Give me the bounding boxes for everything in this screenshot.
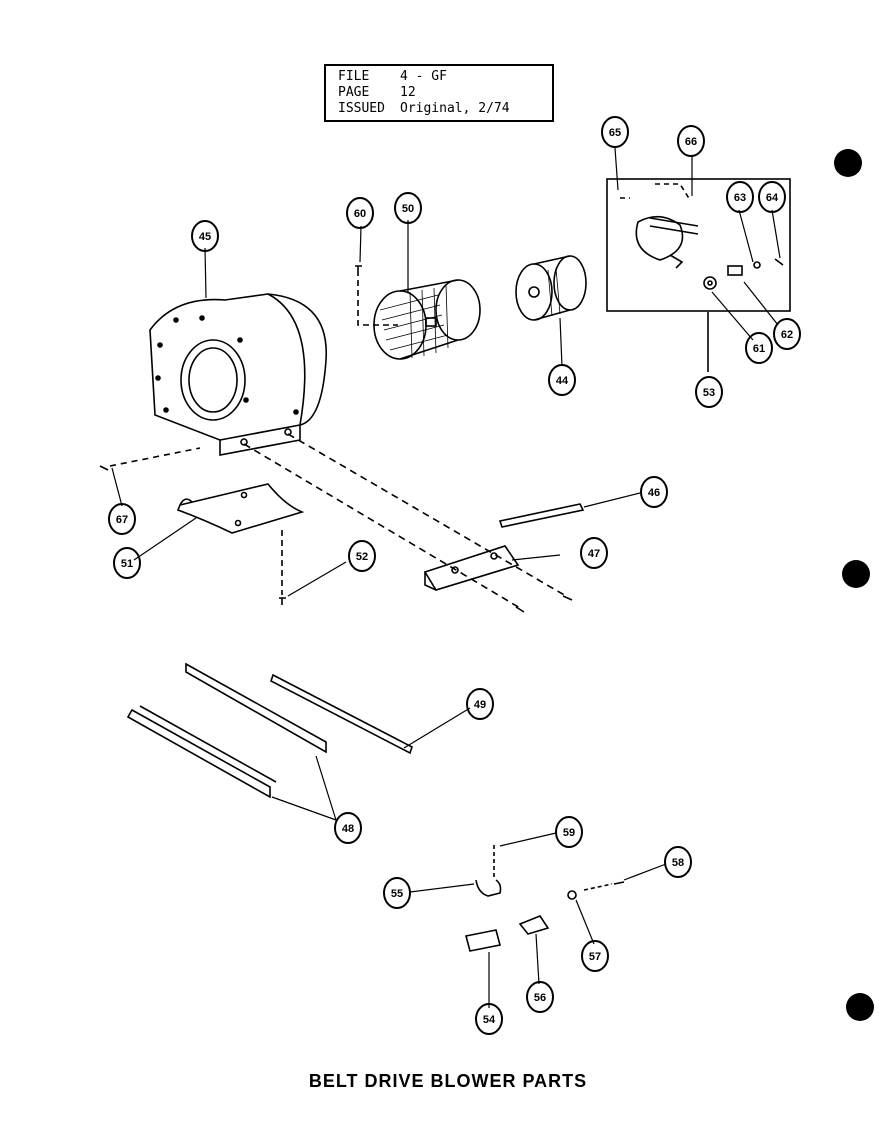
screw-60-part [355, 265, 398, 326]
blower-housing-part [149, 293, 327, 456]
page-row: PAGE 12 [338, 85, 416, 101]
callout-58 [664, 846, 692, 878]
callout-54 [475, 1003, 503, 1035]
callout-56 [526, 981, 554, 1013]
callout-48-label: 48 [342, 823, 354, 835]
callout-62 [773, 318, 801, 350]
strip-46-part [498, 503, 585, 528]
callout-58-label: 58 [672, 857, 684, 869]
callout-64-label: 64 [766, 192, 779, 204]
callout-47-label: 47 [588, 548, 600, 560]
blower-wheel-part [373, 279, 481, 360]
file-info-box: FILE 4 - GF PAGE 12 ISSUED Original, 2/74 [324, 64, 554, 122]
screw-52-part [279, 597, 286, 605]
screw-b [562, 595, 573, 601]
callout-66 [677, 125, 705, 157]
callout-45 [191, 220, 219, 252]
callout-53-label: 53 [703, 387, 715, 399]
callout-67 [108, 503, 136, 535]
callout-59 [555, 816, 583, 848]
page-label: PAGE [338, 85, 370, 100]
callout-60 [346, 197, 374, 229]
callout-61-label: 61 [753, 343, 765, 355]
binder-hole-top [834, 149, 862, 177]
callout-57-label: 57 [589, 951, 601, 963]
angle-bracket-47-part [423, 545, 520, 591]
callout-bubbles [108, 116, 801, 1035]
pulley-assembly-box [606, 178, 791, 372]
leader-lines [111, 147, 781, 1008]
callout-61 [745, 332, 773, 364]
page-value: 12 [400, 85, 416, 100]
callout-52-label: 52 [356, 551, 368, 563]
callout-59-label: 59 [563, 827, 575, 839]
callout-63 [726, 181, 754, 213]
callout-55-label: 55 [391, 888, 403, 900]
callout-50 [394, 192, 422, 224]
callout-64 [758, 181, 786, 213]
callout-63-label: 63 [734, 192, 746, 204]
dash-67 [109, 447, 201, 467]
file-row: FILE 4 - GF [338, 69, 447, 85]
screw-67-part [99, 465, 109, 471]
dash-housing-2 [287, 433, 567, 597]
rail-49-part [270, 673, 413, 755]
diagram-caption: BELT DRIVE BLOWER PARTS [308, 1071, 588, 1091]
callout-60-label: 60 [354, 208, 366, 220]
dash-housing-1 [243, 443, 521, 609]
file-value: 4 - GF [400, 69, 447, 84]
rails-48-part [126, 662, 327, 799]
callout-56-label: 56 [534, 992, 546, 1004]
callout-65 [601, 116, 629, 148]
callout-62-label: 62 [781, 329, 793, 341]
callout-47 [580, 537, 608, 569]
small-parts-group [465, 845, 625, 952]
callout-67-label: 67 [116, 514, 128, 526]
callout-54-label: 54 [483, 1014, 496, 1026]
callout-55 [383, 877, 411, 909]
callout-66-label: 66 [685, 136, 697, 148]
callout-51-label: 51 [121, 558, 133, 570]
binder-hole-bottom [846, 993, 874, 1021]
issued-row: ISSUED Original, 2/74 [338, 101, 510, 117]
issued-label: ISSUED [338, 101, 385, 116]
callout-51 [113, 547, 141, 579]
callout-53 [695, 376, 723, 408]
callout-46-label: 46 [648, 487, 660, 499]
callout-44 [548, 364, 576, 396]
callout-52 [348, 540, 376, 572]
binder-hole-middle [842, 560, 870, 588]
callout-44-label: 44 [556, 375, 569, 387]
callout-49 [466, 688, 494, 720]
callout-50-label: 50 [402, 203, 414, 215]
screw-a [515, 606, 525, 613]
motor-part [515, 255, 587, 321]
callout-65-label: 65 [609, 127, 621, 139]
callout-48 [334, 812, 362, 844]
callout-57 [581, 940, 609, 972]
bracket-51-part [176, 483, 305, 534]
file-label: FILE [338, 69, 370, 84]
callout-49-label: 49 [474, 699, 486, 711]
callout-46 [640, 476, 668, 508]
callout-45-label: 45 [199, 231, 211, 243]
issued-value: Original, 2/74 [400, 101, 510, 116]
